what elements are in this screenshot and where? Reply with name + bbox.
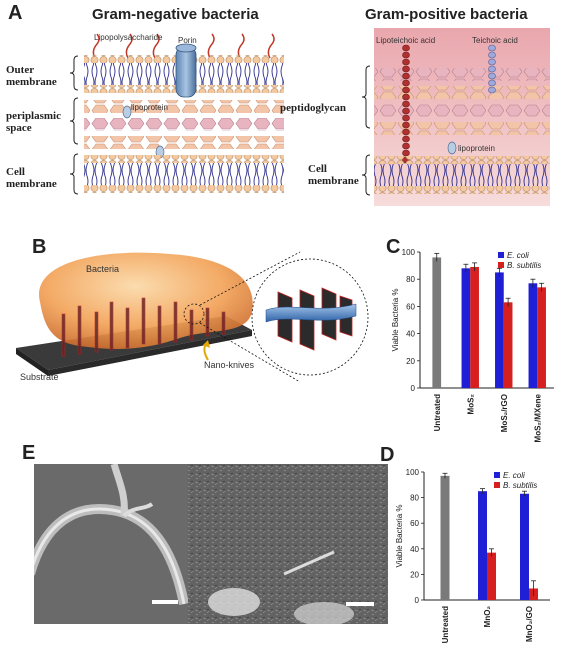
gram-negative-diagram — [69, 33, 284, 195]
porin-label: Porin — [178, 36, 197, 45]
bar — [503, 302, 513, 388]
bacteria-label: Bacteria — [86, 264, 120, 274]
bar — [487, 552, 496, 600]
y-tick-label: 0 — [415, 596, 420, 605]
gn-cell-membrane-label: Cell membrane — [6, 166, 57, 190]
gp-cell-membrane-label: Cell membrane — [308, 163, 359, 187]
sem-images — [34, 464, 388, 624]
legend-swatch — [498, 262, 504, 268]
panel-label-c: C — [386, 236, 401, 258]
legend-label: B. subtilis — [507, 261, 541, 270]
x-tick-label: MoS₂/MXene — [533, 393, 542, 442]
panel-label-d: D — [380, 444, 395, 466]
substrate-label: Substrate — [20, 372, 59, 382]
gram-positive-diagram — [361, 28, 550, 206]
bar — [432, 257, 442, 388]
bar — [470, 266, 479, 388]
panel-label-e: E — [22, 442, 36, 464]
bar — [537, 287, 546, 388]
sem-image-right — [188, 464, 388, 624]
gram-positive-title: Gram-positive bacteria — [365, 6, 528, 23]
teichoic-acid-label: Teichoic acid — [472, 36, 518, 45]
y-tick-label: 0 — [411, 384, 416, 393]
legend-label: E. coli — [503, 471, 525, 480]
lipopolysaccharide-label: Lipopolysaccharide — [94, 33, 163, 42]
gp-lipoprotein-label: lipoprotein — [458, 144, 495, 153]
y-tick-label: 40 — [410, 545, 419, 554]
legend-swatch — [494, 482, 500, 488]
y-tick-label: 60 — [406, 302, 415, 311]
y-tick-label: 60 — [410, 519, 419, 528]
y-tick-label: 20 — [410, 570, 419, 579]
bar — [528, 283, 538, 388]
lipoteichoic-acid-label: Lipoteichoic acid — [376, 36, 436, 45]
sem-image-left — [34, 464, 189, 624]
y-tick-label: 80 — [410, 494, 419, 503]
legend-label: E. coli — [507, 251, 529, 260]
y-axis-label: Viable Bacteria % — [395, 505, 404, 568]
peptidoglycan-label: peptidoglycan — [280, 102, 347, 114]
x-tick-label: MnO₂ — [483, 606, 492, 628]
legend-swatch — [498, 252, 504, 258]
bar — [461, 268, 471, 388]
bar — [440, 475, 450, 600]
nano-knives-label: Nano-knives — [204, 360, 255, 370]
outer-membrane-label: Outer membrane — [6, 64, 57, 88]
x-tick-label: Untreated — [433, 394, 442, 431]
y-tick-label: 100 — [402, 248, 416, 257]
panel-label-b: B — [32, 236, 47, 258]
legend-swatch — [494, 472, 500, 478]
x-tick-label: MnO₂/GO — [525, 606, 534, 642]
bar — [478, 491, 487, 600]
y-tick-label: 20 — [406, 357, 415, 366]
x-tick-label: Untreated — [441, 606, 450, 643]
bar — [520, 493, 529, 600]
bar — [495, 272, 504, 388]
legend-label: B. subtilis — [503, 481, 537, 490]
nano-knives-illustration — [16, 251, 369, 383]
y-tick-label: 40 — [406, 330, 415, 339]
gn-lipoprotein-label: lipoprotein — [131, 103, 168, 112]
panel-label-a: A — [8, 2, 23, 24]
y-tick-label: 80 — [406, 275, 415, 284]
gram-negative-title: Gram-negative bacteria — [92, 6, 259, 23]
periplasmic-space-label: periplasmic space — [6, 110, 61, 134]
x-tick-label: MoS₂ — [466, 394, 475, 415]
cell-wall-diagrams — [69, 28, 550, 206]
x-tick-label: MoS₂/rGO — [500, 394, 509, 432]
y-tick-label: 100 — [406, 468, 420, 477]
y-axis-label: Viable Bacteria % — [391, 289, 400, 352]
